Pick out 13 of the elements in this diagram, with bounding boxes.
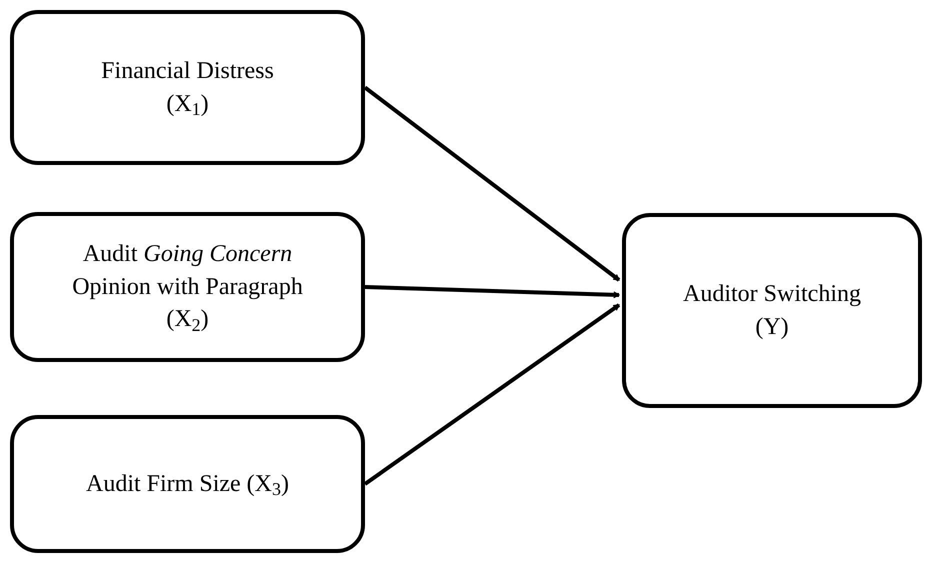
variable-label: Audit Firm Size (X$_{3}$) [86,470,289,500]
variable-box [10,415,365,553]
arrow [364,86,620,282]
variable-box [622,213,922,408]
variable-box [10,10,365,165]
arrow [364,285,620,298]
arrow [364,303,620,486]
variable-label: Auditor Switching [683,280,861,310]
variable-label: Audit Going Concern Opinion with Paragraph (X$_{2}$) [71,240,304,336]
variable-label: (Y) [755,312,789,342]
variable-label: Financial Distress [101,57,274,86]
variable-label: (X$_{1}$) [166,90,209,120]
variable-box [10,212,365,362]
